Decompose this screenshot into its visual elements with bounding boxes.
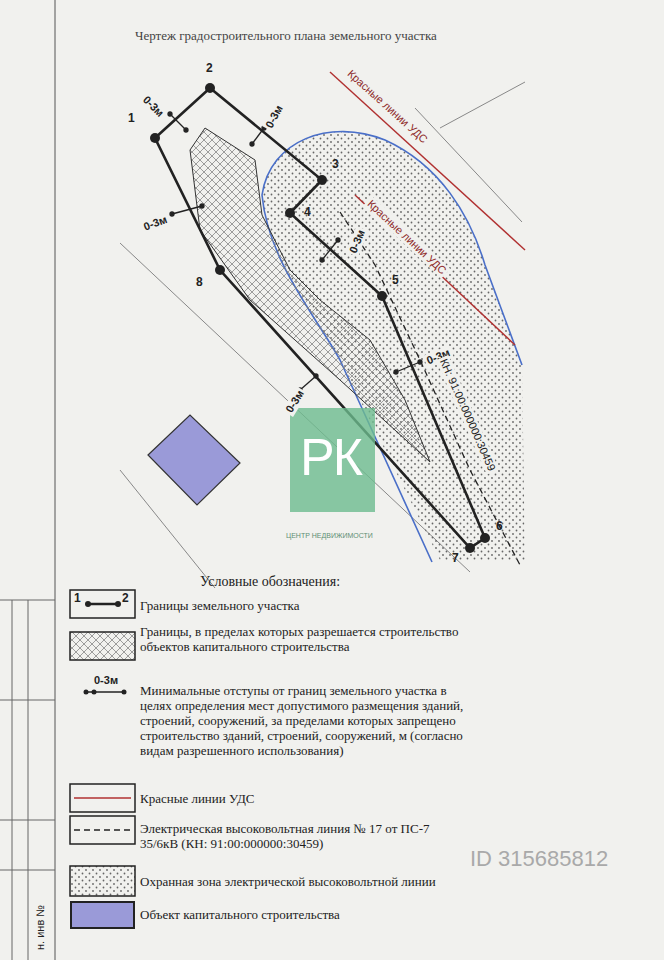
callout-number: 8 [196,276,203,290]
margin-table [0,600,55,960]
watermark: РК [300,428,361,488]
neighbour-lines [120,82,525,588]
watermark: ID 315685812 [470,846,608,871]
callout-number: 4 [304,206,311,220]
callout-number: 3 [332,158,339,172]
existing-building [148,415,240,505]
callout-number: 6 [496,520,503,534]
callout-number: 7 [452,552,459,566]
callout-number: 1 [128,112,135,126]
legend-text: Красные линии УДС [140,791,470,806]
callout-number: 5 [392,274,399,288]
legend-sample-label: 1 [74,592,81,606]
sheet-frame [55,0,56,960]
legend-sample-label: 0-3м [94,674,118,687]
margin-label: н. инв № [34,905,47,950]
red-line [330,72,525,250]
red-line [355,195,515,345]
legend-text: Границы, в пределах которых разрешается … [140,624,470,654]
legend-text: Объект капитального строительства [140,907,470,922]
legend-swatch [70,901,135,929]
legend-sample-label: 2 [122,592,129,606]
legend-text: Минимальные отступы от границ земельного… [140,683,470,758]
watermark: ЦЕНТР НЕДВИЖИМОСТИ [286,532,373,540]
setback-label: 0-3м [139,92,168,121]
legend-text: Охранная зона электрической высоковольтн… [140,874,470,889]
setback-label: 0-3м [262,101,286,132]
watermark-logo [290,408,375,512]
callout-number: 2 [206,62,213,76]
setback-label: 0-3м [140,212,171,233]
legend-text: Электрическая высоковольтная линия № 17 … [140,821,470,851]
legend-text: Границы земельного участка [140,598,470,613]
legend-samples [70,590,135,896]
drawing-title: Чертеж градостроительного плана земельно… [135,28,437,44]
legend-heading: Условные обозначения: [200,574,340,590]
setback-markers [168,112,422,392]
